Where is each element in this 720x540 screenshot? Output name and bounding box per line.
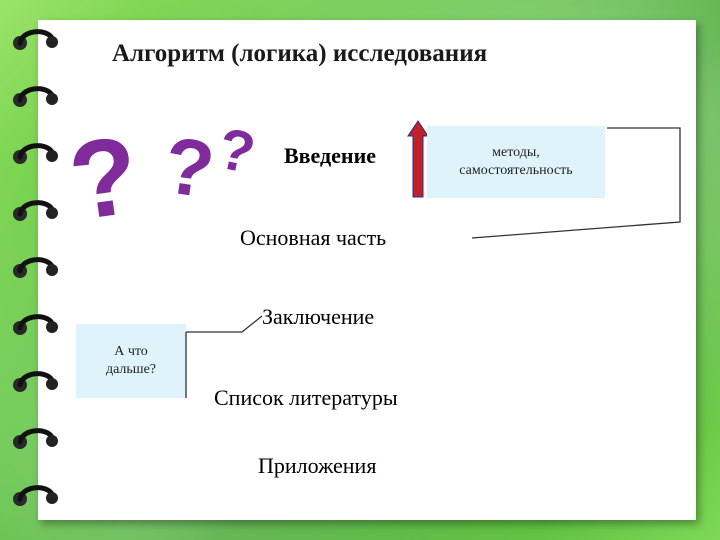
notebook-page	[38, 20, 696, 520]
next-box-line2: дальше?	[105, 362, 157, 377]
spiral-ring-icon	[13, 143, 58, 164]
page-title: Алгоритм (логика) исследования	[112, 40, 488, 67]
spiral-ring-icon	[13, 314, 58, 335]
node-appendices: Приложения	[258, 453, 377, 478]
spiral-ring-icon	[13, 428, 58, 449]
node-main-part: Основная часть	[240, 225, 387, 250]
next-box: А что дальше?	[76, 324, 186, 398]
methods-box: методы, самостоятельность	[427, 126, 605, 198]
spiral-ring-icon	[13, 86, 58, 107]
node-introduction: Введение	[284, 143, 377, 168]
spiral-ring-icon	[13, 371, 58, 392]
spiral-ring-icon	[13, 200, 58, 221]
methods-box-line2: самостоятельность	[459, 163, 573, 178]
spiral-ring-icon	[13, 29, 58, 50]
node-conclusion: Заключение	[262, 304, 375, 329]
spiral-ring-icon	[13, 257, 58, 278]
next-box-line1: А что	[114, 344, 148, 359]
connector-methods-to-main	[471, 127, 681, 239]
question-marks-icon: ? ? ?	[70, 115, 261, 225]
connector-next-bracket	[186, 315, 263, 333]
node-references: Список литературы	[214, 385, 398, 410]
spiral-ring-icon	[13, 485, 58, 506]
methods-box-line1: методы,	[492, 145, 540, 160]
